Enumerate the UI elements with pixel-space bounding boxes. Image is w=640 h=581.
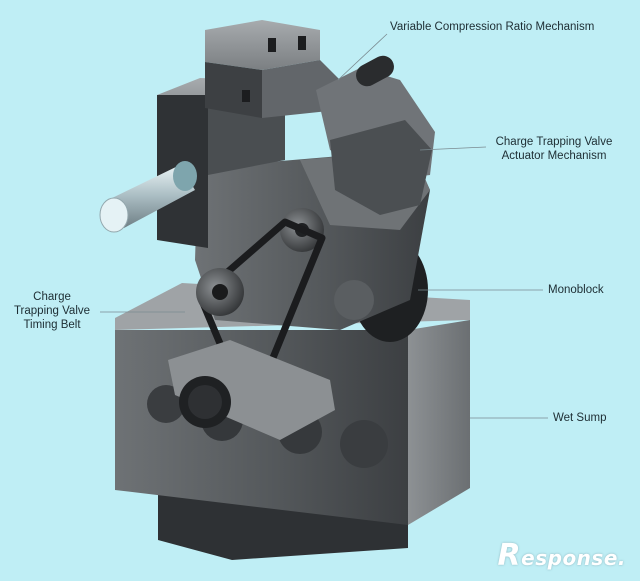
label-ctv-actuator-line1: Charge Trapping Valve (495, 136, 613, 148)
glass-cylinder (99, 161, 197, 233)
timing-belt (168, 218, 335, 440)
label-ctv-timing-belt: Charge Trapping Valve Timing Belt (2, 290, 102, 332)
label-wet-sump-text: Wet Sump (553, 412, 607, 424)
label-ctv-actuator: Charge Trapping Valve Actuator Mechanism (484, 135, 624, 163)
label-ctv-belt-line1: Charge (33, 291, 71, 303)
label-ctv-belt-line3: Timing Belt (23, 319, 81, 331)
response-watermark: Response. (498, 538, 626, 573)
label-monoblock-text: Monoblock (548, 284, 604, 296)
label-ctv-belt-line2: Trapping Valve (13, 305, 91, 317)
label-wet-sump: Wet Sump (553, 411, 606, 425)
leader-line-ctv-actuator (419, 146, 487, 151)
cylinder-head (157, 20, 435, 248)
leader-line-vcr (337, 33, 388, 81)
label-vcr-mechanism: Variable Compression Ratio Mechanism (390, 20, 594, 34)
label-vcr-text: Variable Compression Ratio Mechanism (390, 21, 595, 33)
label-ctv-actuator-line2: Actuator Mechanism (501, 150, 607, 162)
label-monoblock: Monoblock (548, 283, 604, 297)
watermark-rest: esponse. (521, 546, 626, 570)
leader-lines (100, 33, 548, 419)
watermark-initial: R (497, 538, 522, 573)
